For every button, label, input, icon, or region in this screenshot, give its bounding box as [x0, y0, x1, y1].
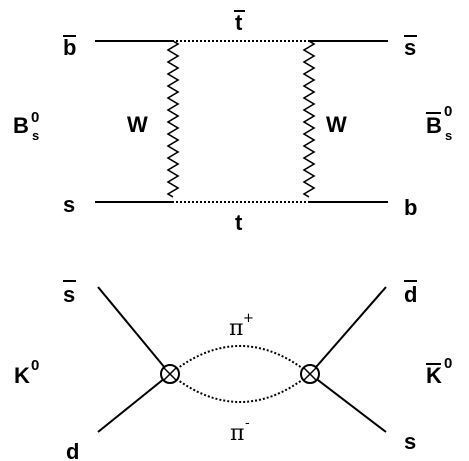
bottom-right-quark-label: b [404, 195, 417, 220]
right-meson-symbol: B [426, 113, 442, 138]
left-meson-symbol: B [13, 113, 29, 138]
left-meson-superscript: 0 [31, 357, 39, 374]
top-right-quark-label: d [404, 282, 417, 307]
lower-pion-charge: - [245, 416, 250, 431]
right-vertex [300, 364, 320, 384]
left-meson-symbol: K [14, 363, 30, 388]
right-meson-superscript: 0 [444, 103, 452, 120]
upper-pion-symbol: π [229, 316, 243, 341]
left-w-boson-label: W [127, 112, 148, 137]
lower-pion-label: π - [230, 416, 250, 446]
right-meson-symbol: K [426, 363, 442, 388]
upper-pion-label: π + [229, 311, 254, 341]
bottom-left-quark-line [97, 373, 171, 433]
box-diagram: b s s b t t W W B 0 s B 0 s [13, 10, 452, 235]
upper-pion-charge: + [243, 311, 254, 326]
bottom-left-quark-label: s [63, 192, 75, 217]
left-meson-label: B 0 s [13, 109, 39, 143]
top-left-quark-label: s [63, 282, 75, 307]
lower-pion-line [169, 373, 311, 403]
left-meson-subscript: s [32, 128, 39, 143]
top-internal-quark-label: t [235, 10, 243, 35]
right-meson-label: K 0 [426, 355, 452, 388]
bottom-right-quark-line [309, 373, 387, 433]
top-left-quark-label: b [63, 35, 76, 60]
right-meson-superscript: 0 [444, 355, 452, 372]
top-left-quark-line [97, 286, 171, 375]
bottom-left-quark-label: d [66, 439, 79, 461]
right-w-boson-label: W [326, 112, 347, 137]
top-right-quark-label: s [404, 35, 416, 60]
bottom-right-quark-label: s [404, 429, 416, 454]
right-meson-label: B 0 s [426, 103, 452, 143]
kaon-diagram: s d d s π + π - K 0 K 0 [14, 280, 452, 461]
top-right-quark-line [309, 286, 387, 375]
left-meson-superscript: 0 [31, 109, 39, 126]
right-w-boson-line [302, 40, 316, 198]
lower-pion-symbol: π [230, 421, 244, 446]
left-meson-label: K 0 [14, 357, 39, 388]
bottom-internal-quark-label: t [235, 210, 243, 235]
left-vertex [160, 364, 180, 384]
upper-pion-line [169, 345, 311, 375]
left-w-boson-line [166, 40, 180, 198]
right-meson-subscript: s [445, 128, 452, 143]
